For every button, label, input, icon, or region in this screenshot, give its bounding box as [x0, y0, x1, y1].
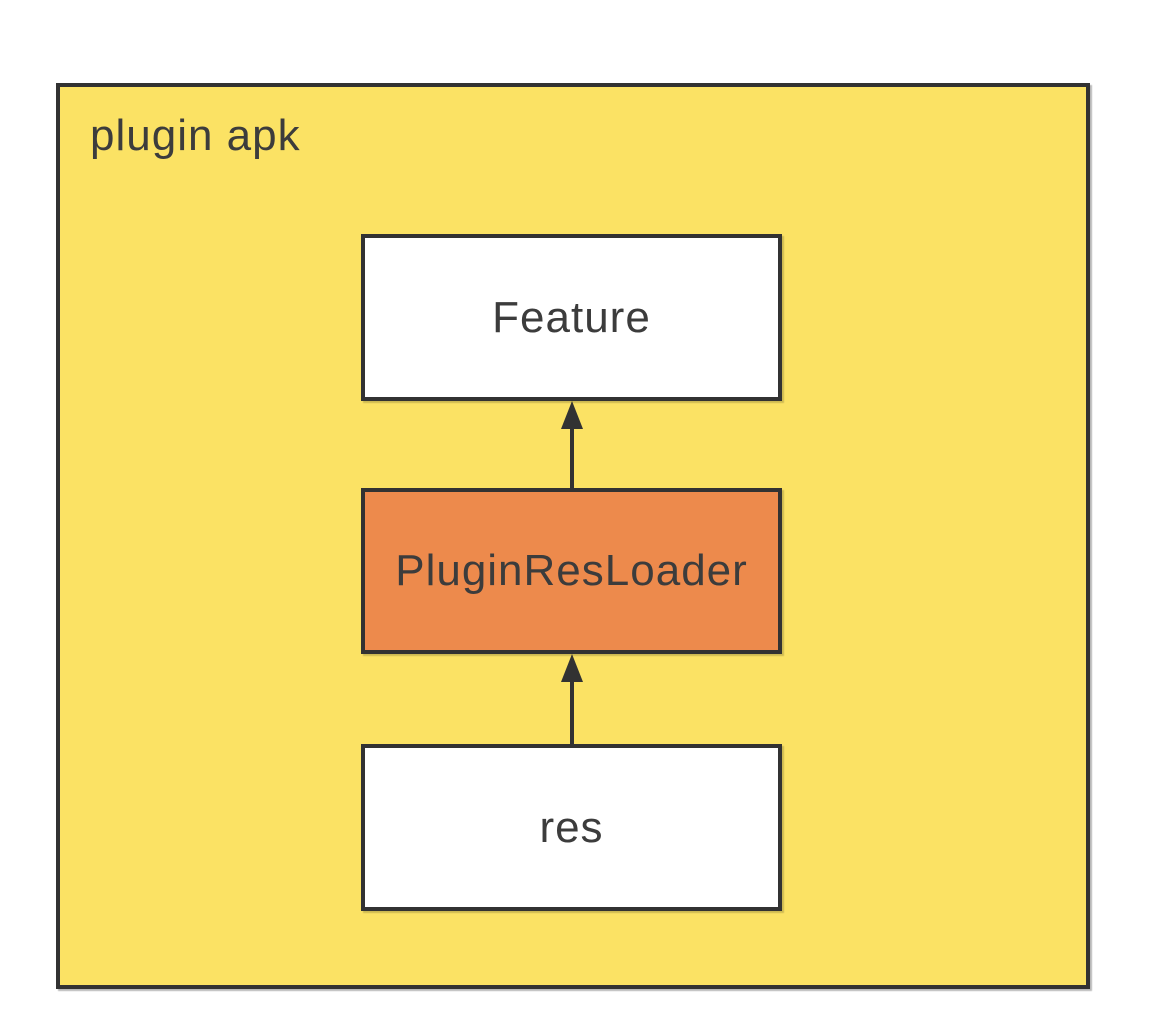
arrow-up-icon: [561, 654, 583, 682]
node-plugin-res-loader: PluginResLoader: [361, 488, 782, 654]
node-res: res: [361, 744, 782, 911]
arrow-line: [570, 429, 574, 488]
arrow-res-to-loader: [560, 654, 584, 744]
arrow-up-icon: [561, 401, 583, 429]
arrow-line: [570, 682, 574, 744]
plugin-apk-container: plugin apk Feature PluginResLoader res: [56, 83, 1090, 989]
node-feature-label: Feature: [492, 292, 651, 342]
arrow-loader-to-feature: [560, 401, 584, 488]
node-plugin-res-loader-label: PluginResLoader: [395, 546, 748, 595]
container-label: plugin apk: [90, 111, 301, 160]
node-feature: Feature: [361, 234, 782, 401]
node-res-label: res: [539, 802, 604, 852]
